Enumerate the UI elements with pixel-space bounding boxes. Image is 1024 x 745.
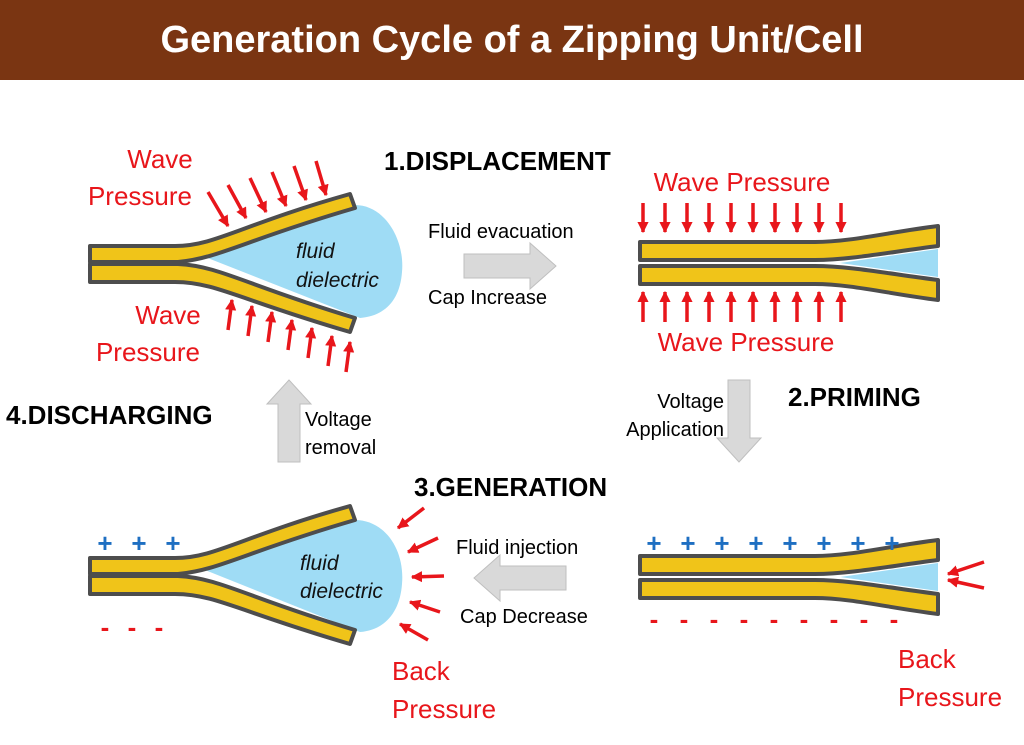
back-label-left: Back (392, 656, 451, 686)
lower-electrode-top (88, 262, 357, 334)
cell-generation-left: fluid dielectric (88, 504, 403, 646)
upper-electrode-top (88, 192, 357, 264)
svg-text:+: + (748, 528, 763, 558)
svg-text:-: - (860, 604, 869, 634)
process-arrow-voltage-application (715, 379, 763, 463)
svg-text:+: + (165, 528, 180, 558)
wave-pressure-arrows-bottom-right (637, 290, 847, 322)
wave-pressure-arrows-upper-left (206, 160, 329, 227)
stage-priming-label: 2.PRIMING (788, 382, 921, 412)
svg-text:+: + (884, 528, 899, 558)
svg-text:-: - (830, 604, 839, 634)
positive-charges-bottom-right: + + + + + + + + (646, 528, 899, 558)
stage-generation-label: 3.GENERATION (414, 472, 607, 502)
fluid-dielectric-label-bottom-line2: dielectric (300, 580, 383, 603)
svg-text:-: - (650, 604, 659, 634)
back-pressure-arrows-right (946, 560, 985, 590)
process-arrow-fluid-injection (473, 553, 567, 603)
back-label-right: Back (898, 644, 957, 674)
process-arrow-voltage-removal (265, 379, 313, 463)
voltage-removal-label-line1: Voltage (305, 409, 372, 431)
fluid-region-top (200, 205, 403, 318)
back-pressure-arrows-left (396, 506, 445, 642)
lower-electrode-right (638, 264, 940, 302)
title-banner: Generation Cycle of a Zipping Unit/Cell (0, 0, 1024, 80)
svg-text:-: - (710, 604, 719, 634)
svg-text:+: + (714, 528, 729, 558)
upper-electrode-bottom-right (638, 538, 940, 576)
fluid-evacuation-label: Fluid evacuation (428, 221, 574, 243)
pressure-label-left: Pressure (392, 694, 496, 724)
wave-pressure-arrows-top-right (637, 203, 847, 234)
wave-pressure-label-lower-line1: Wave (135, 300, 201, 330)
cell-priming (638, 224, 940, 302)
wave-pressure-arrows-lower-left (225, 298, 355, 373)
svg-text:+: + (850, 528, 865, 558)
fluid-injection-label: Fluid injection (456, 537, 578, 559)
svg-text:-: - (155, 612, 164, 642)
wave-pressure-label-upper-line2: Pressure (88, 181, 192, 211)
svg-text:+: + (131, 528, 146, 558)
svg-text:+: + (782, 528, 797, 558)
process-arrow-evacuation (463, 241, 557, 291)
application-label: Application (626, 419, 724, 441)
cap-increase-label: Cap Increase (428, 287, 547, 309)
fluid-region-bottom-left (200, 520, 403, 632)
voltage-removal-label-line2: removal (305, 437, 376, 459)
fluid-dielectric-label-line1: fluid (296, 240, 336, 263)
wave-pressure-label-top-right: Wave Pressure (654, 167, 831, 197)
svg-text:-: - (770, 604, 779, 634)
wave-pressure-label-lower-line2: Pressure (96, 337, 200, 367)
lower-electrode-bottom-left (88, 574, 357, 646)
fluid-dielectric-label-bottom-line1: fluid (300, 552, 340, 575)
stage-discharging-label: 4.DISCHARGING (6, 400, 213, 430)
svg-text:+: + (646, 528, 661, 558)
pressure-label-right: Pressure (898, 682, 1002, 712)
fluid-dielectric-label-line2: dielectric (296, 269, 379, 292)
cell-generation-right (638, 538, 940, 616)
diagram-svg: fluid dielectric Wave Pressure Wave Pres… (6, 144, 1002, 724)
lower-electrode-bottom-right (638, 578, 940, 616)
voltage-label: Voltage (657, 391, 724, 413)
stage-displacement-label: 1.DISPLACEMENT (384, 146, 611, 176)
fluid-wedge-right (840, 249, 938, 277)
cell-displacement: fluid dielectric (88, 192, 403, 334)
upper-electrode-bottom-left (88, 504, 357, 576)
fluid-wedge-bottom-right (840, 563, 938, 591)
negative-charges-bottom-left: - - - (101, 612, 164, 642)
wave-pressure-label-bottom-right: Wave Pressure (658, 327, 835, 357)
negative-charges-bottom-right: - - - - - - - - - (650, 604, 899, 634)
svg-text:+: + (680, 528, 695, 558)
svg-text:+: + (97, 528, 112, 558)
generation-cycle-diagram: fluid dielectric Wave Pressure Wave Pres… (0, 80, 1024, 740)
svg-text:+: + (816, 528, 831, 558)
svg-text:-: - (800, 604, 809, 634)
wave-pressure-label-upper-line1: Wave (127, 144, 193, 174)
svg-text:-: - (128, 612, 137, 642)
svg-text:-: - (740, 604, 749, 634)
cap-decrease-label: Cap Decrease (460, 606, 588, 628)
upper-electrode-right (638, 224, 940, 262)
page-title: Generation Cycle of a Zipping Unit/Cell (160, 19, 864, 61)
svg-text:-: - (101, 612, 110, 642)
positive-charges-bottom-left: + + + (97, 528, 180, 558)
svg-text:-: - (680, 604, 689, 634)
svg-text:-: - (890, 604, 899, 634)
